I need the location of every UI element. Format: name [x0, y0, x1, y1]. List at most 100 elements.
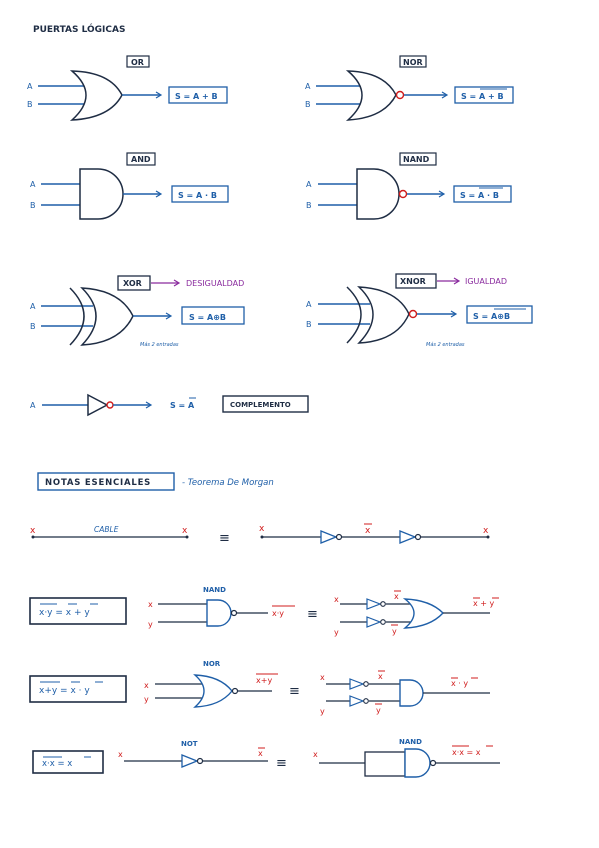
- row3-alt-nand-icon: [404, 748, 431, 778]
- nand-label: NAND: [403, 155, 430, 164]
- xor-gate-section: XOR DESIGUALDAD A B S = A⊕B Más 2 entrad…: [30, 275, 245, 348]
- cable-not-1-bubble-icon: [335, 533, 343, 541]
- notes-title-box: [37, 472, 175, 491]
- or-input-b: B: [27, 100, 33, 109]
- demorgan-row-2: x+y = x · y x y NOR x+y ≡ x y x y x · y: [29, 660, 490, 716]
- and-arrow-icon: [155, 190, 163, 198]
- nor-arrow-icon: [441, 91, 449, 99]
- not-inverter-bubble-icon: [106, 401, 114, 409]
- row1-nand-icon: [206, 599, 232, 627]
- row3-not-icon: [181, 754, 199, 768]
- row3-result: x·x = x: [452, 748, 481, 757]
- xor-input-a: A: [30, 302, 36, 311]
- xnor-note: Más 2 entradas: [426, 341, 465, 348]
- cable-x-left: x: [30, 526, 36, 536]
- nor-equation-box: [454, 86, 514, 104]
- xor-tag: DESIGUALDAD: [186, 279, 244, 288]
- row2-result: x · y: [451, 679, 468, 688]
- or-label: OR: [131, 58, 144, 67]
- row3-gate-label: NOT: [181, 740, 198, 748]
- or-gate-section: OR A B S = A + B: [27, 55, 228, 121]
- nand-eq-over: A · B: [478, 191, 499, 200]
- or-equation: S = A + B: [175, 92, 218, 101]
- xnor-inverter-bubble-icon: [408, 309, 418, 319]
- notes-header: NOTAS ESENCIALES - Teorema De Morgan: [37, 472, 274, 491]
- not-eq-over: A: [188, 401, 195, 410]
- cable-not-1-icon: [320, 530, 338, 544]
- xor-input-b: B: [30, 322, 36, 331]
- not-input-a: A: [30, 401, 36, 410]
- cable-not-2-icon: [399, 530, 417, 544]
- nor-gate-icon: [345, 70, 397, 121]
- and-label-box: [126, 152, 156, 166]
- cable-double-not-x-out: x: [483, 526, 489, 536]
- nand-equation-box: [453, 185, 512, 203]
- nor-input-a: A: [305, 82, 311, 91]
- and-equation-box: [171, 185, 229, 203]
- row2-alt-not-y-bubble-icon: [363, 698, 369, 704]
- xnor-tag-arrow-icon: [453, 277, 461, 285]
- xnor-equation-box: [466, 305, 533, 324]
- and-gate-section: AND A B S = A · B: [30, 152, 229, 220]
- xnor-eq-over: A⊕B: [491, 312, 510, 321]
- row2-output: x+y: [256, 676, 272, 685]
- row1-equiv-icon: ≡: [307, 607, 318, 622]
- not-arrow-icon: [145, 401, 153, 409]
- row2-alt-input-x: x: [320, 673, 325, 682]
- row1-alt-not-y-bubble-icon: [380, 619, 386, 625]
- not-gate-section: A S = A COMPLEMENTO: [30, 393, 309, 417]
- page-title: PUERTAS LÓGICAS: [33, 23, 125, 35]
- row2-formula-box: [29, 675, 127, 703]
- notes-title: NOTAS ESENCIALES: [45, 478, 151, 488]
- xnor-label: XNOR: [400, 277, 426, 286]
- row2-alt-not-y-icon: [349, 695, 365, 707]
- row2-alt-ybar: y: [376, 706, 381, 715]
- or-gate-icon: [69, 70, 123, 121]
- cable-label: CABLE: [94, 525, 119, 534]
- nand-gate-icon: [356, 168, 400, 220]
- and-label: AND: [131, 155, 151, 164]
- xnor-eq-prefix: S =: [473, 312, 491, 321]
- row2-alt-input-y: y: [320, 707, 325, 716]
- row1-alt-not-x-icon: [366, 598, 382, 610]
- not-eq-prefix: S =: [170, 401, 188, 410]
- row3-input-x: x: [118, 750, 123, 759]
- xnor-equation: S = A⊕B: [473, 312, 510, 321]
- complemento-label: COMPLEMENTO: [230, 401, 291, 409]
- xnor-arrow-icon: [450, 310, 458, 318]
- row3-alt-nand-bubble-icon: [429, 759, 437, 767]
- nand-input-b: B: [306, 201, 312, 210]
- row3-output: x: [258, 749, 263, 758]
- row1-alt-input-y: y: [334, 628, 339, 637]
- row1-alt-ybar: y: [392, 627, 397, 636]
- and-equation: S = A · B: [178, 191, 217, 200]
- nor-label-box: [399, 55, 427, 68]
- xor-equation-box: [181, 306, 245, 325]
- xor-arrow-icon: [165, 312, 173, 320]
- nor-label: NOR: [403, 58, 423, 67]
- xnor-input-a: A: [306, 300, 312, 309]
- nor-inverter-bubble-icon: [395, 90, 405, 100]
- xnor-input-b: B: [306, 320, 312, 329]
- row2-equiv-icon: ≡: [289, 684, 300, 699]
- nand-equation: S = A · B: [460, 191, 499, 200]
- xor-tag-arrow-icon: [173, 279, 181, 287]
- xnor-gate-section: XNOR IGUALDAD A B S = A⊕B Más 2 entradas: [306, 273, 533, 348]
- demorgan-row-3: x·x = x x NOT x ≡ x NAND x·x = x: [32, 738, 500, 778]
- row2-alt-xbar: x: [378, 672, 383, 681]
- not-gate-icon: [87, 393, 109, 417]
- and-input-a: A: [30, 180, 36, 189]
- row3-not-bubble-icon: [196, 757, 204, 765]
- nor-eq-prefix: S =: [461, 92, 479, 101]
- row3-formula-box: [32, 750, 104, 774]
- nand-arrow-icon: [438, 190, 446, 198]
- and-input-b: B: [30, 201, 36, 210]
- row2-gate-label: NOR: [203, 660, 221, 668]
- row2-alt-not-x-icon: [349, 678, 365, 690]
- row1-nand-bubble-icon: [230, 609, 238, 617]
- row1-alt-or-icon: [402, 598, 444, 629]
- row1-alt-input-x: x: [334, 595, 339, 604]
- xnor-gate-icon: [357, 286, 410, 344]
- row3-alt-input-x: x: [313, 750, 318, 759]
- cable-double-not-x-mid: x: [365, 526, 371, 536]
